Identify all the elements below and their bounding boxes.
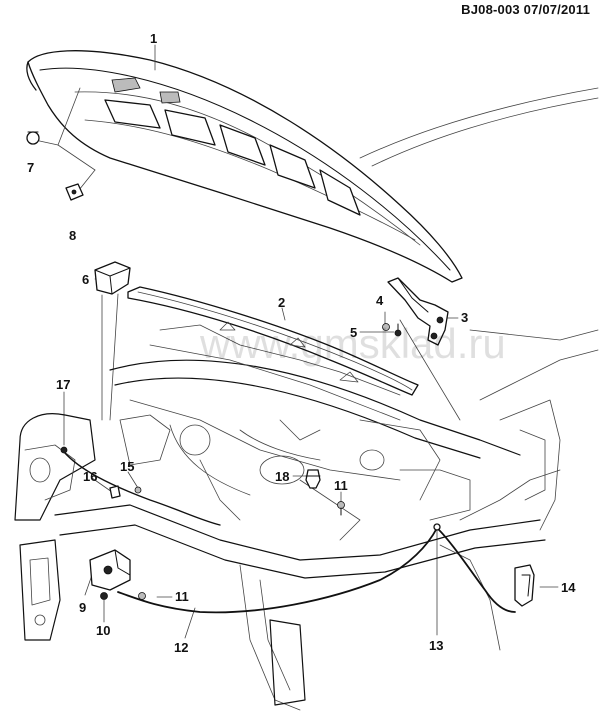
- callout-16: 16: [83, 469, 97, 484]
- callout-11-upper: 11: [334, 478, 348, 493]
- callout-7: 7: [27, 160, 34, 175]
- leader-lines: [34, 44, 559, 639]
- part-5-bolt: [394, 323, 402, 337]
- callout-11-lower: 11: [175, 589, 189, 604]
- part-2-seal-strip: [127, 286, 419, 396]
- left-fender-structure: [14, 413, 96, 521]
- radiator-support: [54, 399, 561, 711]
- callout-2: 2: [278, 295, 285, 310]
- callout-labels: 1 2 3 4 5 6 7 8 9 10 11 11 12 13 14 15 1…: [27, 31, 576, 655]
- part-6-bracket: [94, 261, 131, 295]
- callout-17: 17: [56, 377, 70, 392]
- callout-18: 18: [275, 469, 289, 484]
- part-11-clip-upper: [337, 501, 345, 516]
- hood-inner-frame: [104, 77, 361, 216]
- part-12-release-cable: [117, 523, 516, 614]
- left-lower-bracket: [19, 539, 61, 641]
- callout-12: 12: [174, 640, 188, 655]
- callout-1: 1: [150, 31, 157, 46]
- part-4-nut: [382, 323, 390, 331]
- callout-15: 15: [120, 459, 134, 474]
- part-10-bolt: [100, 592, 108, 600]
- part-15-clip: [134, 486, 142, 494]
- watermark: www.gmsklad.ru: [199, 320, 506, 367]
- part-9-latch: [89, 549, 131, 591]
- vehicle-body-outline: [359, 87, 599, 401]
- part-3-hinge: [387, 277, 449, 346]
- callout-8: 8: [69, 228, 76, 243]
- callout-14: 14: [561, 580, 576, 595]
- callout-9: 9: [79, 600, 86, 615]
- part-18-grommet: [305, 469, 321, 489]
- part-7-bumper: [26, 131, 40, 145]
- callout-3: 3: [461, 310, 468, 325]
- part-16-clip: [109, 485, 121, 499]
- part-14-release-handle: [514, 564, 535, 607]
- callout-4: 4: [376, 293, 384, 308]
- callout-6: 6: [82, 272, 89, 287]
- part-17-cable-clip: [60, 446, 221, 526]
- callout-5: 5: [350, 325, 357, 340]
- engine-compartment: [109, 321, 521, 541]
- hood-panel: [26, 50, 463, 283]
- diagram-header: BJ08-003 07/07/2011: [461, 2, 590, 17]
- part-11-clip-lower: [138, 592, 146, 600]
- callout-13: 13: [429, 638, 443, 653]
- part-8-clip: [65, 183, 84, 201]
- callout-10: 10: [96, 623, 110, 638]
